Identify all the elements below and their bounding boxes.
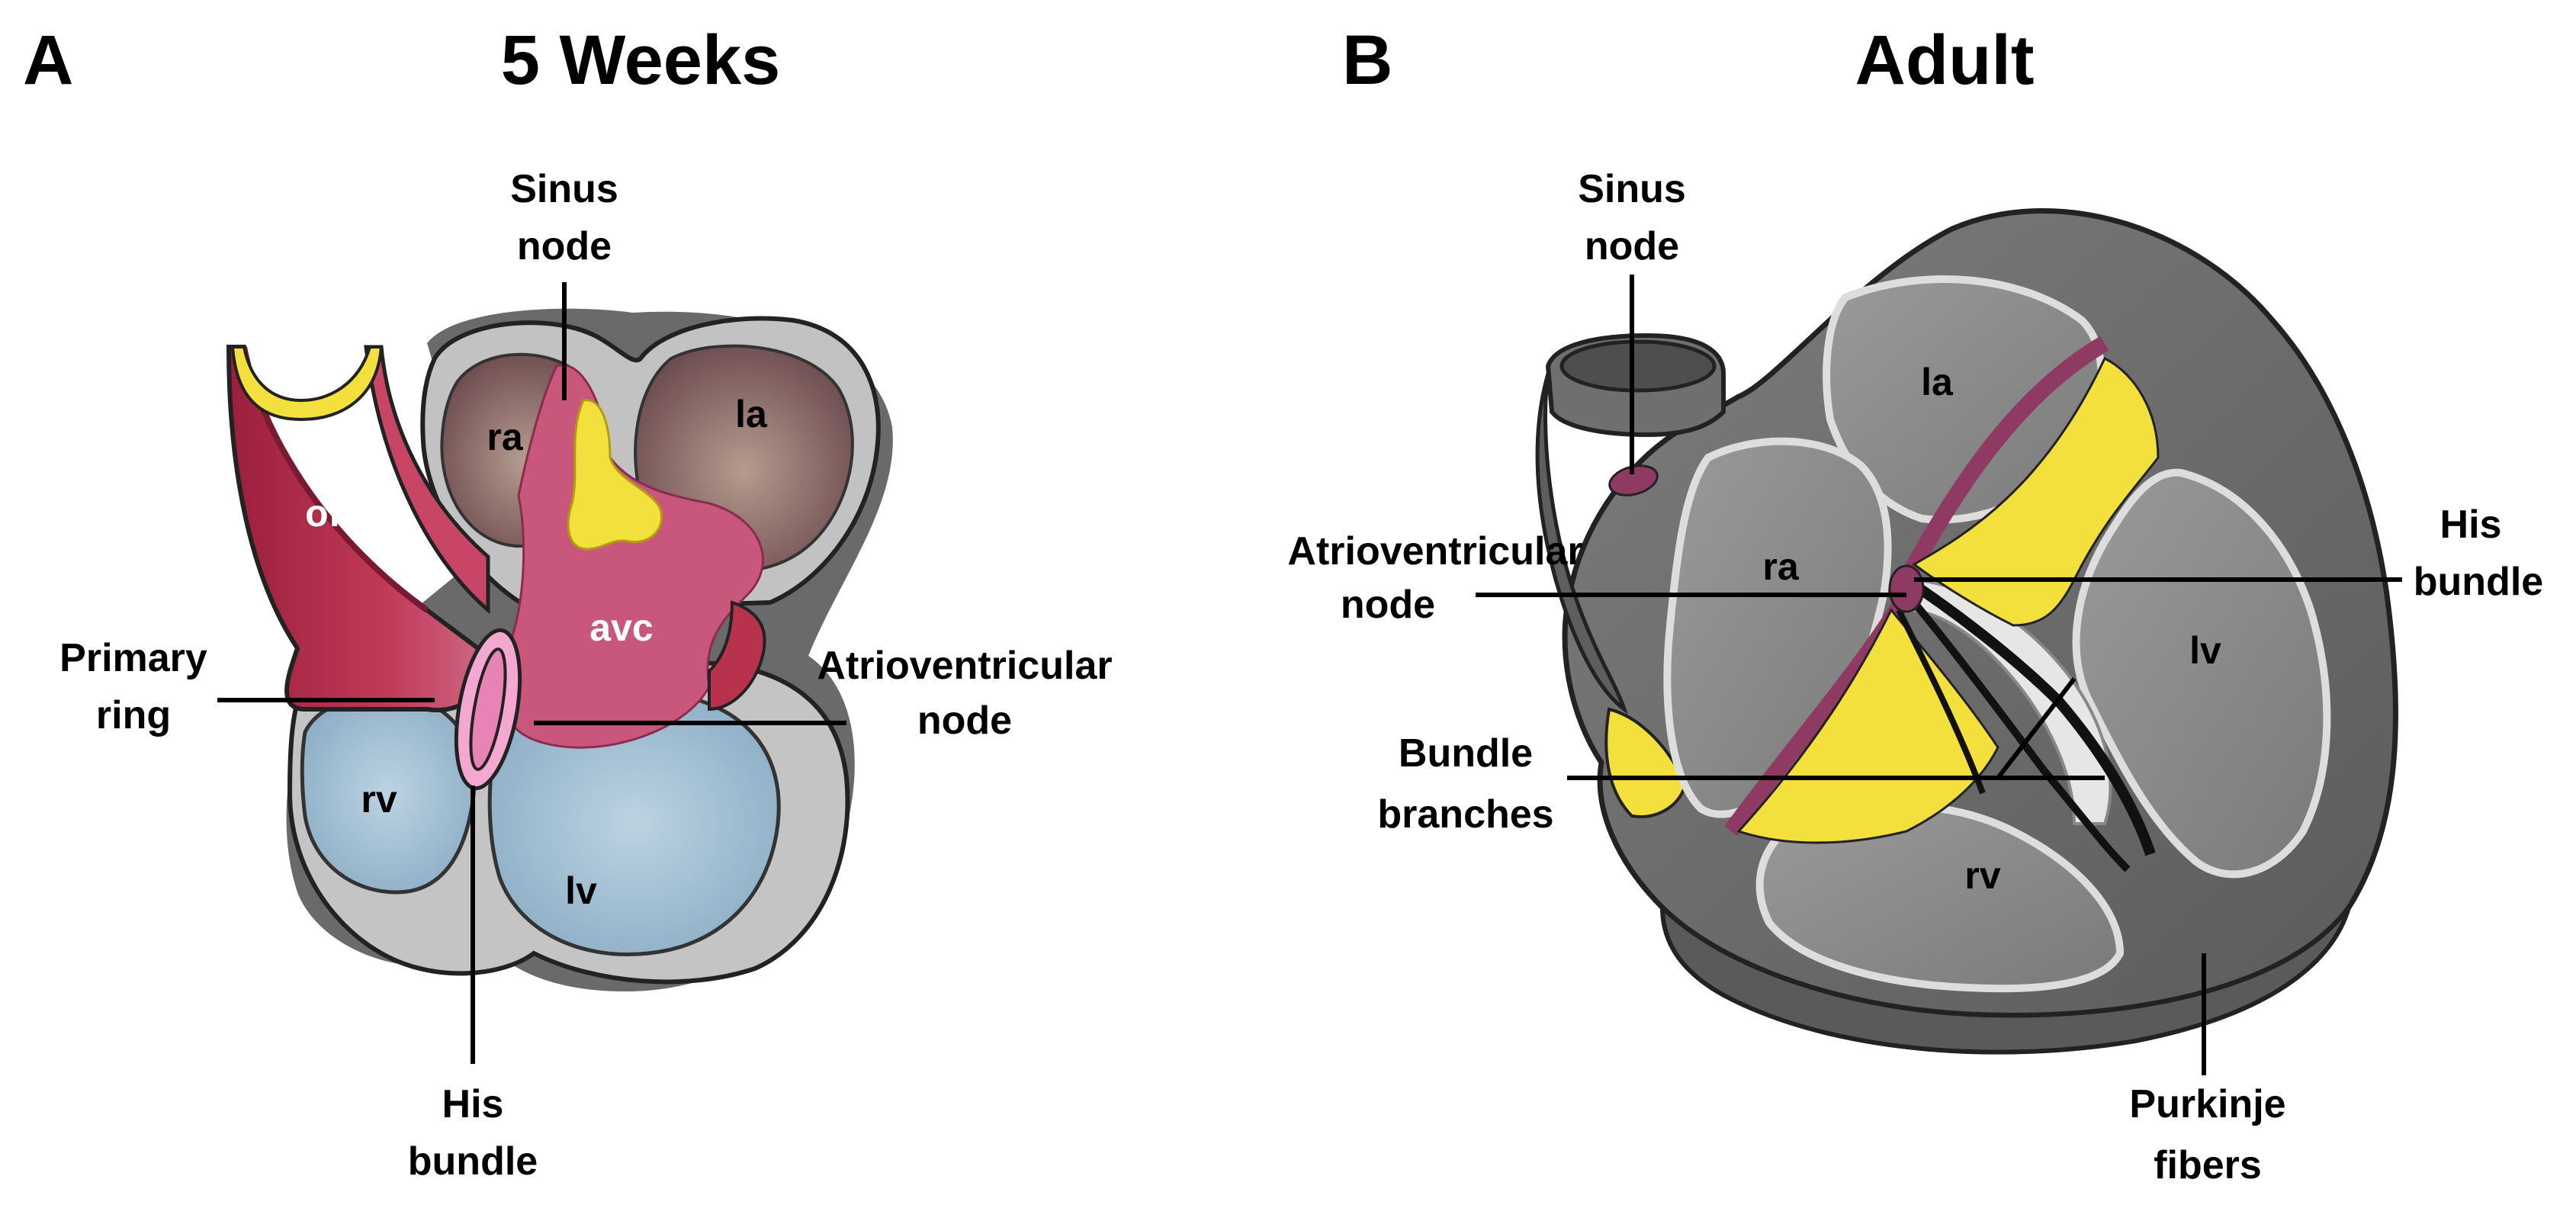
label-b-sinus-node-1: Sinus	[1578, 167, 1686, 211]
label-a-av-node-2: node	[917, 699, 1012, 743]
adult-heart-bottom-rim	[1659, 901, 2351, 1055]
adult-av-node-tissue	[1888, 564, 1925, 613]
label-a-primary-ring-2: ring	[96, 693, 171, 737]
panel-b-title: Adult	[1855, 21, 2034, 99]
embryo-outflow-tract-outer	[364, 345, 490, 615]
label-a-lv: lv	[565, 869, 597, 912]
label-a-oft: oft	[305, 492, 354, 535]
label-b-his-bundle-1: His	[2440, 503, 2502, 547]
leader-b-bundle-branches-diag	[1996, 677, 2077, 779]
adult-conduction-upper-fan	[1912, 356, 2160, 627]
embryo-primary-ring-inner	[469, 647, 507, 771]
label-a-avc: avc	[589, 606, 653, 649]
panel-a-title: 5 Weeks	[501, 21, 781, 99]
embryo-sinus-node-tissue	[567, 399, 663, 551]
label-b-bundle-branches-1: Bundle	[1399, 731, 1533, 776]
adult-right-ventricle	[1755, 802, 2125, 993]
label-a-his-bundle-1: His	[442, 1082, 504, 1126]
panel-a: A 5 Weeks ra la oft avc r	[23, 21, 1113, 1184]
label-b-av-node-1: Atrioventricular	[1287, 529, 1582, 573]
label-a-rv: rv	[361, 778, 397, 821]
label-a-la: la	[735, 393, 768, 435]
adult-superior-vena-cava	[1535, 373, 1628, 715]
adult-av-ring-upper	[1899, 336, 2109, 584]
adult-yellow-left-patch	[1604, 707, 1688, 818]
embryo-avc-right-wall	[708, 600, 766, 712]
label-b-purkinje-2: fibers	[2154, 1143, 2262, 1187]
label-b-sinus-node-2: node	[1585, 224, 1679, 268]
label-b-his-bundle-2: bundle	[2414, 560, 2543, 604]
panel-b-letter: B	[1342, 21, 1392, 99]
label-b-ra: ra	[1762, 545, 1799, 588]
label-b-av-node-2: node	[1341, 583, 1435, 627]
adult-bundle-branch-right	[1896, 609, 1986, 795]
label-a-primary-ring-1: Primary	[59, 636, 207, 680]
label-b-la: la	[1921, 361, 1954, 403]
label-b-rv: rv	[1964, 854, 2000, 897]
label-a-ra: ra	[487, 416, 523, 458]
embryo-oft-yellow-cap	[230, 345, 384, 422]
label-a-his-bundle-2: bundle	[408, 1139, 538, 1184]
panel-b: B Adult	[1287, 21, 2543, 1187]
label-b-bundle-branches-2: branches	[1377, 792, 1553, 837]
adult-conduction-lower-fan	[1736, 608, 1999, 844]
adult-left-ventricle	[2072, 468, 2331, 879]
label-b-purkinje-1: Purkinje	[2129, 1082, 2285, 1126]
label-a-sinus-node-2: node	[517, 224, 612, 268]
label-b-lv: lv	[2189, 629, 2221, 672]
adult-bundle-branch-left	[1911, 599, 2131, 872]
label-a-sinus-node-1: Sinus	[510, 167, 618, 211]
label-a-av-node-1: Atrioventricular	[817, 644, 1112, 688]
panel-a-letter: A	[23, 21, 73, 99]
adult-aorta-opening	[1559, 339, 1717, 393]
embryo-avc	[500, 364, 764, 749]
